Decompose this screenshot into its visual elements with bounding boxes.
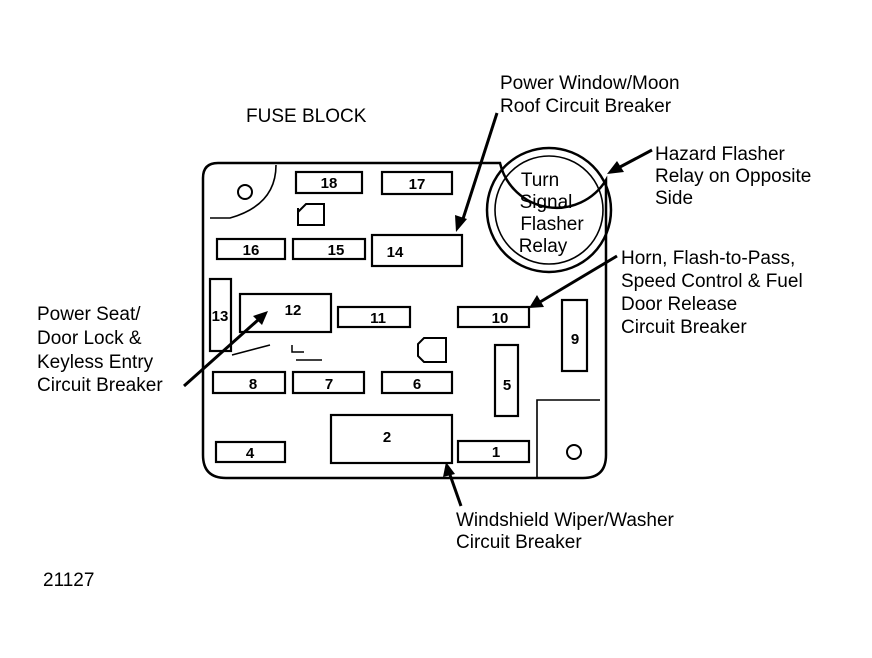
callout-horn-line-3: Door Release bbox=[621, 294, 737, 315]
callout-hazard-line-3: Side bbox=[655, 188, 693, 209]
svg-text:11: 11 bbox=[370, 310, 386, 327]
fuse-block-outline bbox=[201, 161, 608, 480]
svg-text:17: 17 bbox=[409, 176, 426, 193]
callout-wiper-line-2: Circuit Breaker bbox=[456, 532, 582, 553]
connector-middle bbox=[417, 337, 447, 363]
fuse-14: 14 bbox=[370, 233, 464, 268]
relay-label-line-2: Signal bbox=[520, 192, 573, 213]
callout-hazard-line-2: Relay on Opposite bbox=[655, 166, 811, 187]
fuse-9: 9 bbox=[560, 298, 589, 373]
fuse-6: 6 bbox=[380, 370, 454, 395]
callout-wiper-line-1: Windshield Wiper/Washer bbox=[456, 510, 675, 531]
leader-power-seat bbox=[183, 318, 259, 388]
svg-text:15: 15 bbox=[328, 242, 345, 259]
mounting-hole-lower-right bbox=[566, 444, 582, 460]
relay-label-line-3: Flasher bbox=[520, 214, 584, 235]
inner-corner-lower-right bbox=[536, 399, 600, 478]
svg-text:4: 4 bbox=[246, 445, 255, 462]
fuse-4: 4 bbox=[214, 440, 287, 464]
arrowhead-horn bbox=[529, 295, 544, 308]
fuse-18: 18 bbox=[294, 170, 364, 195]
fuse-7: 7 bbox=[291, 370, 366, 395]
mounting-hole-upper-left bbox=[237, 184, 253, 200]
fuse-5: 5 bbox=[493, 343, 520, 418]
fuse-1: 1 bbox=[456, 439, 531, 464]
callout-power-window-line-1: Power Window/Moon bbox=[500, 73, 680, 94]
connector-upper bbox=[297, 203, 325, 226]
leader-power-window bbox=[460, 112, 499, 223]
arrowhead-power-seat bbox=[253, 311, 268, 325]
callout-hazard-line-1: Hazard Flasher bbox=[655, 144, 786, 165]
turn-signal-flasher-relay-outer bbox=[485, 146, 613, 274]
fuse-block-title: FUSE BLOCK bbox=[246, 106, 367, 127]
callout-power-seat-line-3: Keyless Entry bbox=[37, 352, 154, 373]
svg-text:1: 1 bbox=[492, 444, 500, 461]
fuse-11: 11 bbox=[336, 305, 412, 329]
leader-wiper bbox=[447, 471, 463, 507]
inner-corner-upper-left bbox=[210, 164, 277, 219]
svg-text:14: 14 bbox=[387, 244, 404, 261]
connector-lower-left bbox=[231, 344, 322, 361]
turn-signal-flasher-relay bbox=[494, 155, 604, 265]
figure-id: 21127 bbox=[43, 570, 94, 591]
svg-text:12: 12 bbox=[285, 302, 302, 319]
fuse-10: 10 bbox=[456, 305, 531, 329]
callout-horn-line-2: Speed Control & Fuel bbox=[621, 271, 803, 292]
fuse-12: 12 bbox=[238, 292, 333, 334]
relay-label-line-4: Relay bbox=[519, 236, 568, 257]
relay-label-line-1: Turn bbox=[521, 170, 559, 191]
fuse-15: 15 bbox=[291, 237, 367, 261]
svg-text:5: 5 bbox=[503, 377, 511, 394]
fuse-17: 17 bbox=[380, 170, 454, 196]
callout-power-seat-line-4: Circuit Breaker bbox=[37, 375, 163, 396]
fuse-16: 16 bbox=[215, 237, 287, 261]
callout-horn-line-1: Horn, Flash-to-Pass, bbox=[621, 248, 795, 269]
svg-text:9: 9 bbox=[571, 331, 579, 348]
svg-text:2: 2 bbox=[383, 429, 391, 446]
svg-text:16: 16 bbox=[243, 242, 260, 259]
callout-power-window-line-2: Roof Circuit Breaker bbox=[500, 96, 672, 117]
fuse-2: 2 bbox=[329, 413, 454, 465]
arrowhead-wiper bbox=[443, 462, 455, 477]
svg-text:10: 10 bbox=[492, 310, 509, 327]
fuse-13: 13 bbox=[208, 277, 233, 353]
callout-horn-line-4: Circuit Breaker bbox=[621, 317, 747, 338]
fuse-8: 8 bbox=[211, 370, 287, 395]
callout-power-seat-line-1: Power Seat/ bbox=[37, 304, 141, 325]
svg-text:6: 6 bbox=[413, 376, 421, 393]
arrowhead-power-window bbox=[455, 215, 467, 232]
leader-horn bbox=[539, 254, 618, 304]
callout-power-seat-line-2: Door Lock & bbox=[37, 328, 142, 349]
svg-text:7: 7 bbox=[325, 376, 333, 393]
leader-hazard bbox=[619, 148, 653, 169]
svg-text:13: 13 bbox=[212, 308, 229, 325]
arrowhead-hazard bbox=[607, 161, 624, 174]
svg-text:8: 8 bbox=[249, 376, 257, 393]
svg-text:18: 18 bbox=[321, 175, 338, 192]
